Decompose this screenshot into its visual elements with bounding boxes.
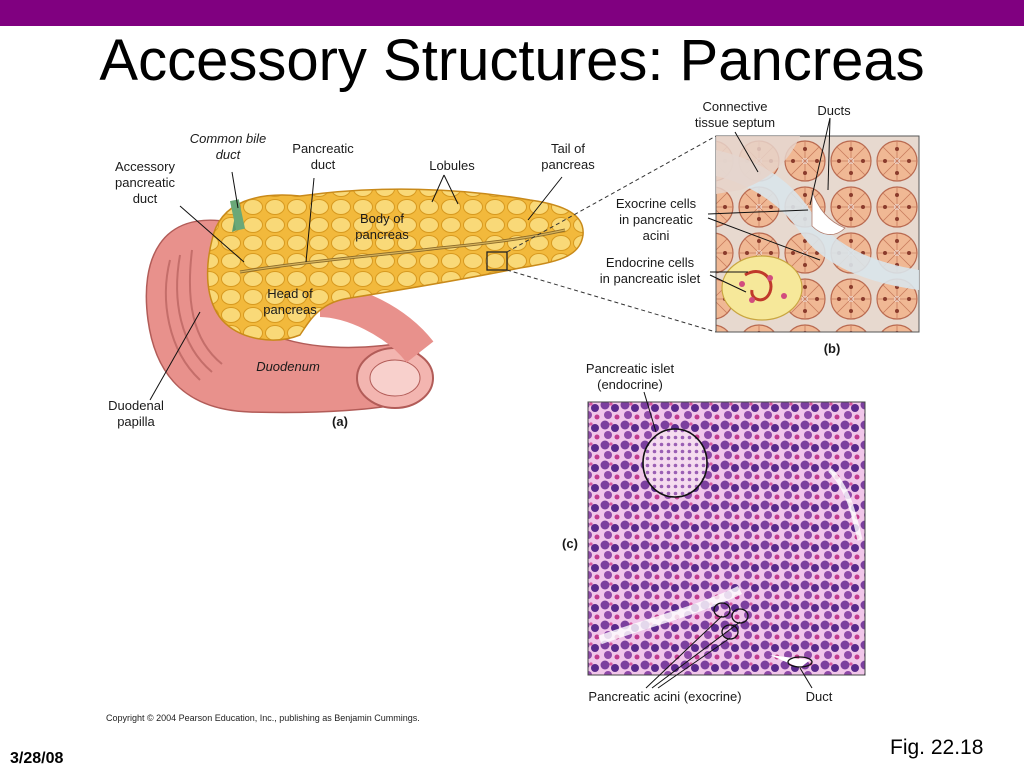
label-pancreatic-acini: Pancreatic acini (exocrine)	[588, 689, 742, 704]
label-duodenal-papilla: Duodenal papilla	[108, 398, 164, 429]
top-bar	[0, 0, 1024, 26]
label-duct: Duct	[805, 689, 833, 704]
panel-b-drawing	[715, 135, 920, 333]
label-common-bile-duct: Common bile duct	[189, 131, 267, 162]
label-endocrine-cells: Endocrine cells in pancreatic islet	[599, 255, 701, 286]
label-pancreatic-duct: Pancreatic duct	[292, 141, 354, 172]
slide-title: Accessory Structures: Pancreas	[99, 28, 925, 93]
figure-reference: Fig. 22.18	[890, 736, 984, 759]
panel-c-micrograph	[587, 401, 866, 676]
label-connective-tissue-septum: Connective tissue septum	[694, 99, 776, 130]
label-exocrine-cells: Exocrine cells in pancreatic acini	[615, 196, 697, 243]
label-tail-of-pancreas: Tail of pancreas	[541, 141, 595, 172]
pancreas-illustration	[206, 188, 584, 341]
label-lobules: Lobules	[429, 158, 475, 173]
label-pancreatic-islet: Pancreatic islet (endocrine)	[585, 361, 675, 392]
leader-lines	[149, 117, 831, 689]
label-body-of-pancreas: Body of pancreas	[355, 211, 409, 242]
label-accessory-pancreatic-duct: Accessory pancreatic duct	[115, 159, 175, 206]
panel-a-label: (a)	[332, 414, 348, 429]
panel-b-label: (b)	[823, 341, 841, 356]
slide-date: 3/28/08	[10, 750, 64, 767]
copyright-notice: Copyright © 2004 Pearson Education, Inc.…	[106, 713, 420, 723]
label-ducts: Ducts	[817, 103, 851, 118]
panel-c-label: (c)	[562, 536, 578, 551]
label-head-of-pancreas: Head of pancreas	[263, 286, 317, 317]
label-duodenum: Duodenum	[256, 359, 320, 374]
